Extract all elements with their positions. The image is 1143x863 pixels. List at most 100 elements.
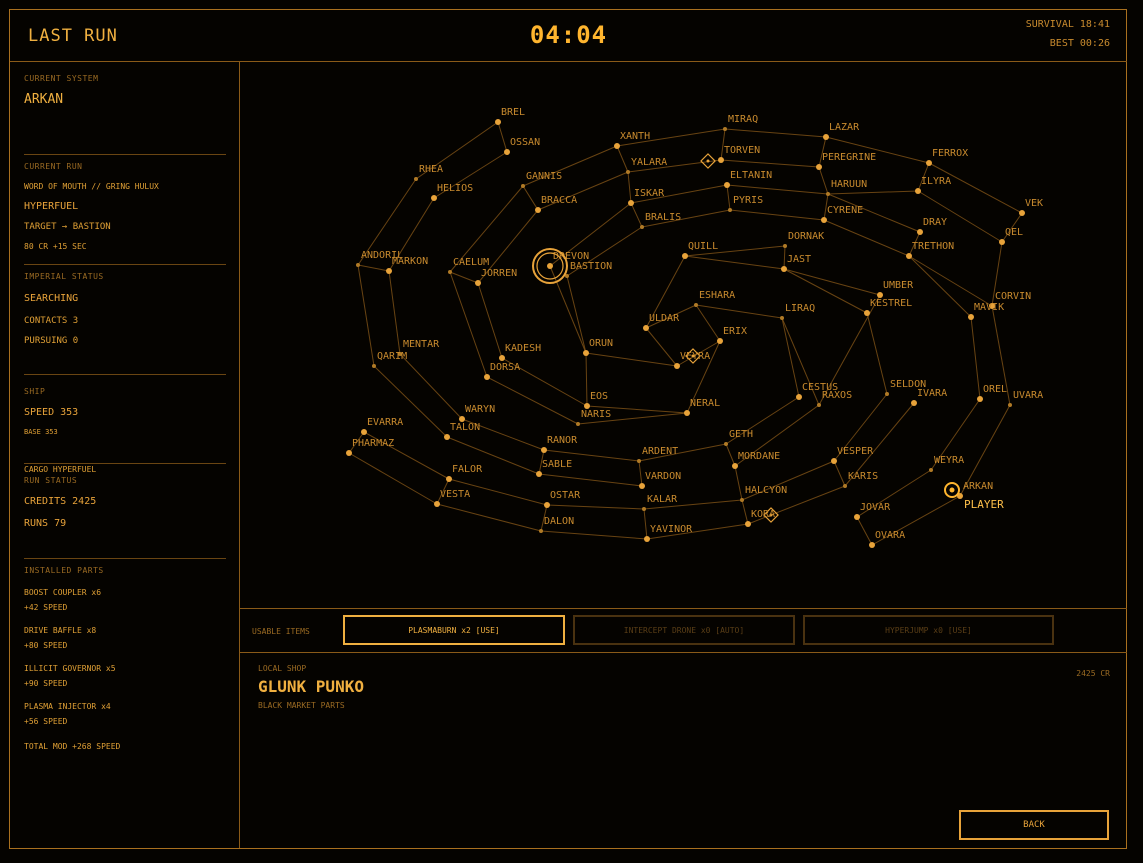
route-line [641,209,731,228]
system-node[interactable] [484,374,490,380]
route-line [616,145,629,173]
system-label: ILYRA [921,176,951,187]
system-label: EOS [590,391,608,402]
system-node[interactable] [459,416,465,422]
system-label: TALON [450,422,480,433]
system-node[interactable] [831,458,837,464]
part-bonus: +90 SPEED [24,679,68,688]
system-node[interactable] [626,170,630,174]
route-line [720,128,726,161]
system-node[interactable] [877,292,883,298]
system-node[interactable] [821,217,827,223]
system-node[interactable] [723,127,727,131]
back-button[interactable]: BACK [959,810,1109,840]
system-node[interactable] [398,352,402,356]
plasmaburn-button[interactable]: PLASMABURN x2 [USE] [343,615,565,645]
system-node[interactable] [643,325,649,331]
system-node[interactable] [576,422,580,426]
system-node[interactable] [547,263,553,269]
system-node[interactable] [1019,210,1025,216]
system-node[interactable] [640,225,644,229]
system-node[interactable] [781,266,787,272]
system-node[interactable] [1008,403,1012,407]
route-line [725,443,736,467]
system-node[interactable] [644,536,650,542]
system-node[interactable] [475,280,481,286]
system-node[interactable] [444,434,450,440]
system-node[interactable] [504,149,510,155]
system-node[interactable] [535,207,541,213]
system-node[interactable] [968,314,974,320]
system-node[interactable] [718,157,724,163]
system-node[interactable] [817,403,821,407]
system-node[interactable] [386,268,392,274]
system-label: GETH [729,429,753,440]
system-node[interactable] [499,355,505,361]
system-node[interactable] [783,244,787,248]
system-node[interactable] [614,143,620,149]
system-node[interactable] [732,463,738,469]
system-node[interactable] [780,316,784,320]
system-node[interactable] [536,471,542,477]
system-node[interactable] [684,410,690,416]
system-node[interactable] [816,164,822,170]
system-label: ARKAN [963,481,993,492]
cargo-type: HYPERFUEL [24,201,79,212]
system-node[interactable] [917,229,923,235]
system-node[interactable] [642,507,646,511]
system-node[interactable] [431,195,437,201]
system-node[interactable] [346,450,352,456]
system-node[interactable] [565,274,569,278]
system-node[interactable] [869,542,875,548]
system-node[interactable] [372,364,376,368]
divider [24,463,226,464]
system-node[interactable] [414,177,418,181]
system-node[interactable] [674,363,680,369]
hyperjump-button[interactable]: HYPERJUMP x0 [USE] [803,615,1054,645]
system-node[interactable] [915,188,921,194]
system-node[interactable] [977,396,983,402]
system-node[interactable] [521,184,525,188]
system-node[interactable] [926,160,932,166]
system-node[interactable] [906,253,912,259]
system-node[interactable] [637,459,641,463]
system-node[interactable] [448,270,452,274]
system-node[interactable] [823,134,829,140]
system-node[interactable] [539,529,543,533]
system-node[interactable] [854,514,860,520]
system-node[interactable] [864,310,870,316]
system-node[interactable] [929,468,933,472]
system-node[interactable] [989,303,995,309]
system-node[interactable] [826,192,830,196]
system-node[interactable] [724,182,730,188]
system-node[interactable] [628,200,634,206]
system-node[interactable] [356,263,360,267]
system-node[interactable] [495,119,501,125]
system-label: DORNAK [788,231,824,242]
system-node[interactable] [584,403,590,409]
system-node[interactable] [728,208,732,212]
intercept-drone-button[interactable]: INTERCEPT DRONE x0 [AUTO] [573,615,795,645]
system-node[interactable] [541,447,547,453]
system-node[interactable] [639,483,645,489]
system-node[interactable] [911,400,917,406]
system-node[interactable] [999,239,1005,245]
system-node[interactable] [724,442,728,446]
system-label: ARDENT [642,446,678,457]
route-line [871,495,961,546]
star-map-canvas[interactable]: BRELOSSANRHEAHELIOSXANTHMIRAQLAZARTORVEN… [240,62,1127,608]
system-node[interactable] [745,521,751,527]
system-node[interactable] [717,338,723,344]
system-node[interactable] [740,498,744,502]
system-node[interactable] [843,484,847,488]
system-node[interactable] [361,429,367,435]
system-node[interactable] [583,350,589,356]
system-node[interactable] [682,253,688,259]
system-node[interactable] [544,502,550,508]
system-node[interactable] [694,303,698,307]
system-node[interactable] [885,392,889,396]
system-node[interactable] [434,501,440,507]
system-node[interactable] [446,476,452,482]
system-node[interactable] [796,394,802,400]
